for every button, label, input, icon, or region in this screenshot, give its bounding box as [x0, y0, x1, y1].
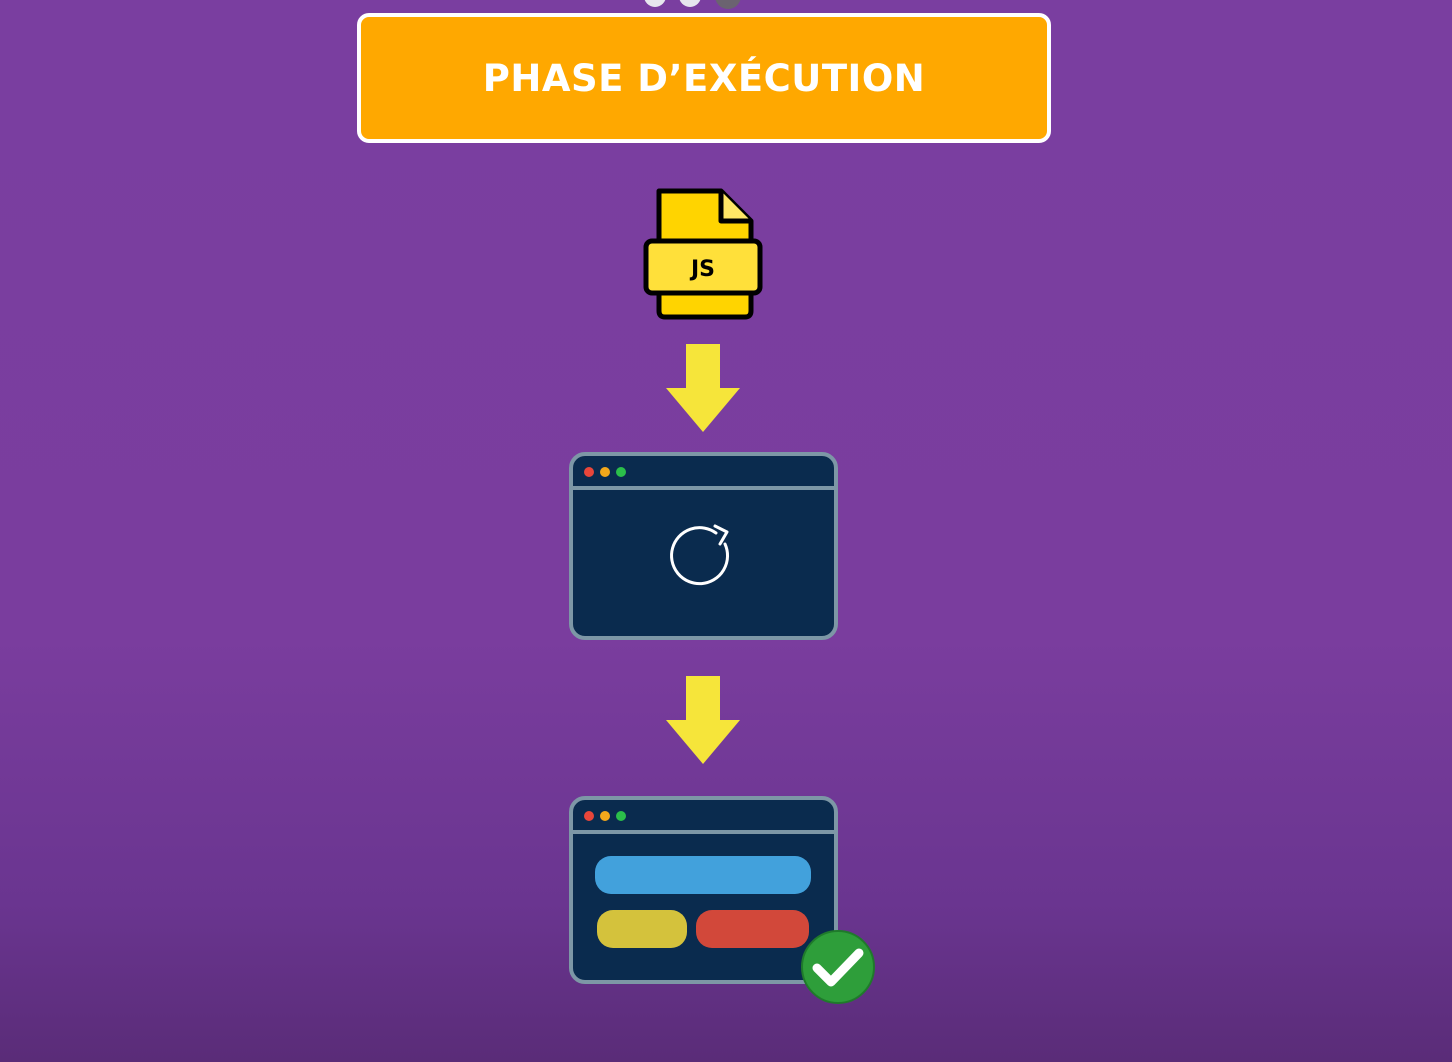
- blue-bar: [595, 856, 811, 894]
- top-partial-dots: [644, 0, 741, 9]
- window-dot-green: [616, 811, 626, 821]
- title-banner: PHASE D’EXÉCUTION: [357, 13, 1051, 143]
- window-dot-red: [584, 467, 594, 477]
- arrow-down-icon: [666, 676, 740, 764]
- js-file-icon: JS: [643, 188, 763, 320]
- yellow-bar: [597, 910, 687, 948]
- window-dot-green: [616, 467, 626, 477]
- rendered-browser-window: [569, 796, 838, 984]
- red-bar: [696, 910, 809, 948]
- window-dot-yellow: [600, 467, 610, 477]
- js-file-label: JS: [689, 257, 715, 282]
- reload-icon: [670, 524, 730, 586]
- page-title: PHASE D’EXÉCUTION: [482, 56, 926, 100]
- check-circle-icon: [801, 930, 875, 1004]
- window-dot-yellow: [600, 811, 610, 821]
- arrow-down-icon: [666, 344, 740, 432]
- loading-browser-window: [569, 452, 838, 640]
- window-dot-red: [584, 811, 594, 821]
